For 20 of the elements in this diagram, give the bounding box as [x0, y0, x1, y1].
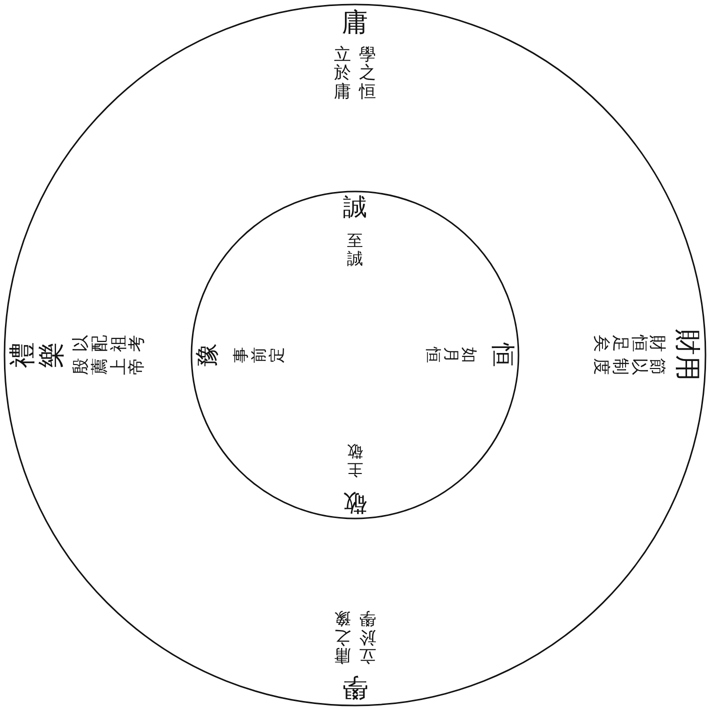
heading-text: 學: [342, 672, 368, 701]
heading-text: 豫: [194, 343, 220, 367]
vertical-text: 立於學: [359, 608, 376, 664]
vertical-text: 財恒足矣: [592, 335, 666, 352]
vertical-text: 殷薦上帝: [72, 358, 147, 375]
heading-text: 禮樂: [9, 342, 66, 368]
heading-text: 敬: [343, 490, 367, 516]
heading-text: 誠: [343, 194, 367, 220]
heading-text: 財用: [672, 329, 701, 381]
vertical-text: 立於庸: [334, 46, 351, 102]
vertical-text: 學之恒: [359, 46, 376, 102]
vertical-text: 如月恒: [424, 347, 478, 363]
vertical-text: 至誠: [347, 232, 363, 268]
vertical-text: 節以制度: [592, 358, 666, 375]
vertical-text: 以配祖考: [72, 335, 147, 352]
heading-text: 恒: [490, 343, 516, 367]
vertical-text: 事前定: [232, 347, 286, 363]
vertical-text: 主敬: [347, 442, 363, 478]
heading-text: 庸: [342, 9, 368, 38]
vertical-text: 庸之豫: [334, 608, 351, 664]
